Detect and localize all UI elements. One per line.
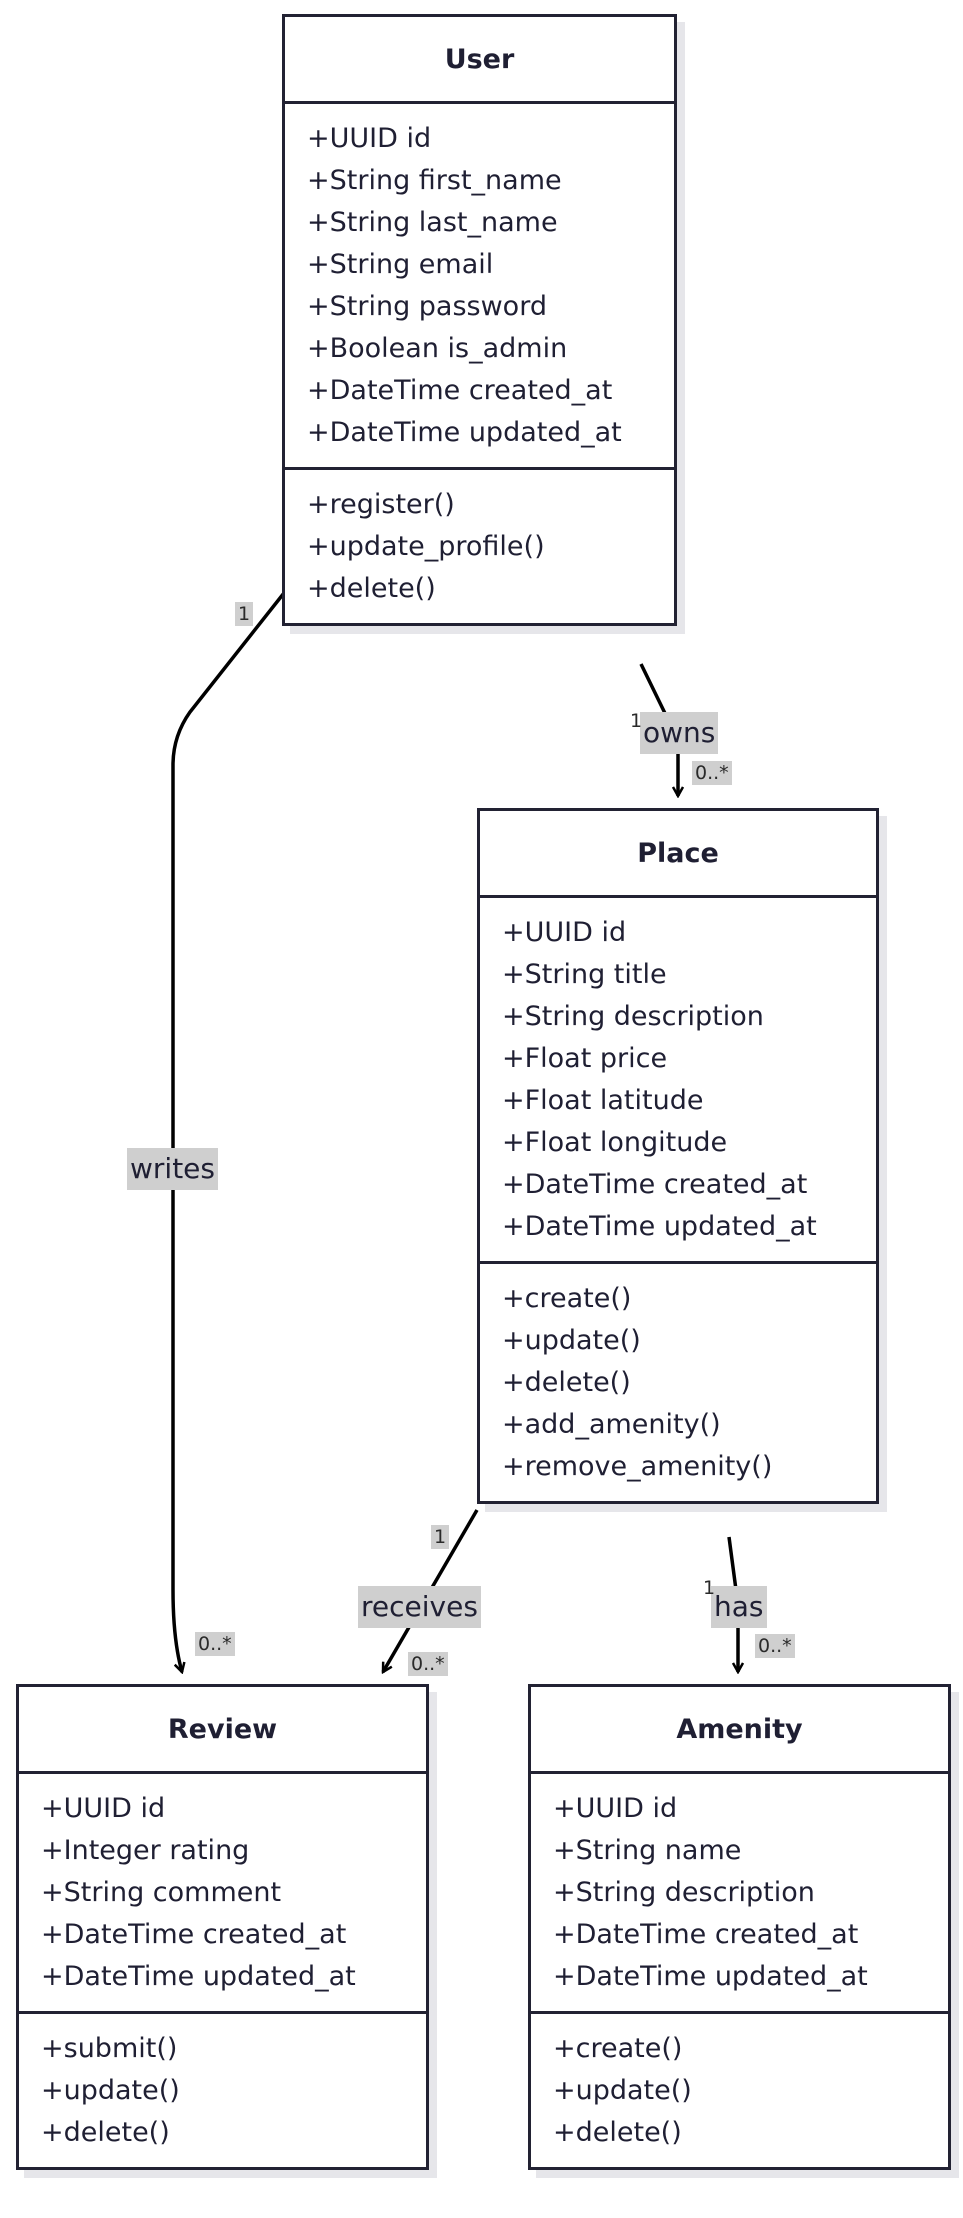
attribute: +String title <box>502 959 667 990</box>
method: +update() <box>553 2075 692 2106</box>
relation-label-has: has <box>711 1586 767 1628</box>
attribute: +UUID id <box>553 1793 678 1824</box>
method: +submit() <box>41 2033 178 2064</box>
relation-label-owns: owns <box>640 712 719 754</box>
method: +remove_amenity() <box>502 1451 773 1482</box>
edge-writes <box>171 591 286 1672</box>
class-name: User <box>285 17 674 104</box>
multiplicity-owns-from: 1 <box>630 710 643 732</box>
relation-label-writes: writes <box>127 1148 218 1190</box>
class-name: Place <box>480 811 876 898</box>
attribute: +String email <box>307 249 494 280</box>
class-name: Amenity <box>531 1687 948 1774</box>
method-list: +submit() +update() +delete() <box>19 2011 426 2167</box>
attribute: +DateTime created_at <box>553 1919 859 1950</box>
method: +update() <box>502 1325 641 1356</box>
attribute: +UUID id <box>502 917 627 948</box>
relation-label-receives: receives <box>358 1586 481 1628</box>
multiplicity-receives-to: 0..* <box>408 1652 448 1676</box>
attribute: +Boolean is_admin <box>307 333 568 364</box>
attribute: +DateTime created_at <box>307 375 613 406</box>
method: +delete() <box>41 2117 170 2148</box>
attribute: +DateTime updated_at <box>553 1961 868 1992</box>
method: +update() <box>41 2075 180 2106</box>
method: +delete() <box>502 1367 631 1398</box>
multiplicity-receives-from: 1 <box>431 1525 450 1549</box>
class-user: User +UUID id +String first_name +String… <box>282 14 677 626</box>
attribute: +DateTime created_at <box>502 1169 808 1200</box>
method: +add_amenity() <box>502 1409 721 1440</box>
method: +delete() <box>553 2117 682 2148</box>
multiplicity-has-from: 1 <box>703 1577 716 1599</box>
attribute: +Float latitude <box>502 1085 704 1116</box>
attribute: +String description <box>553 1877 815 1908</box>
class-review: Review +UUID id +Integer rating +String … <box>16 1684 429 2170</box>
method-list: +register() +update_profile() +delete() <box>285 467 674 623</box>
attribute: +Float price <box>502 1043 668 1074</box>
attribute: +DateTime updated_at <box>307 417 622 448</box>
multiplicity-writes-from: 1 <box>235 602 254 626</box>
attribute: +String comment <box>41 1877 282 1908</box>
attribute-list: +UUID id +Integer rating +String comment… <box>19 1774 426 2011</box>
attribute: +String last_name <box>307 207 558 238</box>
attribute: +UUID id <box>307 123 432 154</box>
attribute: +String password <box>307 291 547 322</box>
attribute: +String name <box>553 1835 742 1866</box>
attribute-list: +UUID id +String name +String descriptio… <box>531 1774 948 2011</box>
class-amenity: Amenity +UUID id +String name +String de… <box>528 1684 951 2170</box>
multiplicity-writes-to: 0..* <box>195 1632 235 1656</box>
method-list: +create() +update() +delete() <box>531 2011 948 2167</box>
class-place: Place +UUID id +String title +String des… <box>477 808 879 1504</box>
attribute: +String description <box>502 1001 764 1032</box>
attribute: +Float longitude <box>502 1127 728 1158</box>
multiplicity-owns-to: 0..* <box>692 761 732 785</box>
attribute-list: +UUID id +String title +String descripti… <box>480 898 876 1261</box>
method: +create() <box>502 1283 632 1314</box>
method: +delete() <box>307 573 436 604</box>
method: +register() <box>307 489 455 520</box>
attribute: +String first_name <box>307 165 562 196</box>
attribute: +UUID id <box>41 1793 166 1824</box>
method: +update_profile() <box>307 531 545 562</box>
method: +create() <box>553 2033 683 2064</box>
class-name: Review <box>19 1687 426 1774</box>
attribute: +DateTime created_at <box>41 1919 347 1950</box>
method-list: +create() +update() +delete() +add_ameni… <box>480 1261 876 1501</box>
multiplicity-has-to: 0..* <box>755 1634 795 1658</box>
attribute: +DateTime updated_at <box>502 1211 817 1242</box>
attribute: +DateTime updated_at <box>41 1961 356 1992</box>
attribute: +Integer rating <box>41 1835 250 1866</box>
attribute-list: +UUID id +String first_name +String last… <box>285 104 674 467</box>
